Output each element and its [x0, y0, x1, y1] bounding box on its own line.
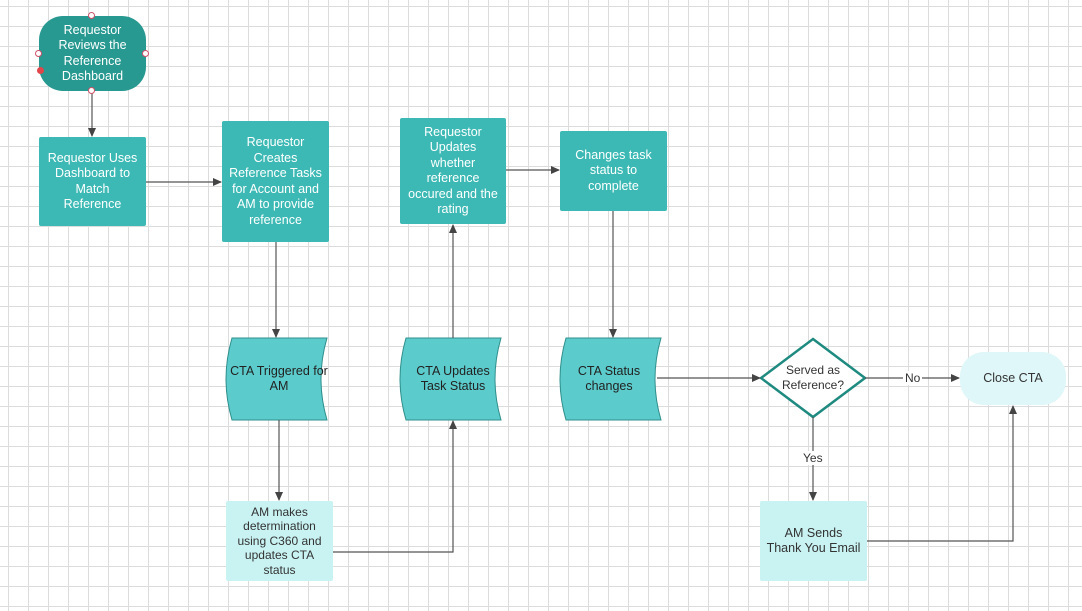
- node-served-as-reference-text: Served as Reference?: [781, 363, 845, 392]
- node-am-makes[interactable]: AM makes determination using C360 and up…: [226, 501, 333, 581]
- node-am-sends[interactable]: AM Sends Thank You Email: [760, 501, 867, 581]
- selection-handle-right[interactable]: [142, 50, 149, 57]
- node-requestor-reviews-text: Requestor Reviews the Reference Dashboar…: [58, 22, 127, 84]
- node-close-cta-text: Close CTA: [983, 370, 1043, 385]
- node-cta-status-changes[interactable]: CTA Status changes: [560, 338, 658, 420]
- node-requestor-creates-text: Requestor Creates Reference Tasks for Ac…: [229, 135, 322, 227]
- node-requestor-uses-text: Requestor Uses Dashboard to Match Refere…: [47, 150, 138, 212]
- node-close-cta[interactable]: Close CTA: [960, 352, 1066, 405]
- node-am-makes-text: AM makes determination using C360 and up…: [237, 504, 322, 577]
- node-changes-task[interactable]: Changes task status to complete: [560, 131, 667, 211]
- node-served-as-reference[interactable]: Served as Reference?: [768, 356, 858, 400]
- node-requestor-updates-text: Requestor Updates whether reference occu…: [408, 124, 498, 217]
- node-cta-updates-text: CTA Updates Task Status: [416, 364, 490, 393]
- cta-status-changes-shape[interactable]: [559, 337, 662, 421]
- node-cta-updates[interactable]: CTA Updates Task Status: [404, 338, 502, 420]
- connector-am-sends-to-close: [867, 405, 1017, 542]
- selection-handle-bottom[interactable]: [88, 87, 95, 94]
- node-changes-task-text: Changes task status to complete: [575, 147, 652, 193]
- node-cta-triggered-text: CTA Triggered for AM: [230, 364, 328, 393]
- selection-handle-left-active[interactable]: [37, 67, 44, 74]
- node-requestor-updates[interactable]: Requestor Updates whether reference occu…: [400, 118, 506, 224]
- edge-label-yes: Yes: [801, 451, 825, 465]
- selection-handle-left[interactable]: [35, 50, 42, 57]
- edge-label-no: No: [903, 371, 923, 385]
- node-requestor-uses[interactable]: Requestor Uses Dashboard to Match Refere…: [39, 137, 146, 226]
- selection-handle-top[interactable]: [88, 12, 95, 19]
- node-requestor-reviews[interactable]: Requestor Reviews the Reference Dashboar…: [39, 16, 146, 91]
- connector-am-makes-to-cta-updates: [333, 420, 457, 553]
- node-cta-triggered[interactable]: CTA Triggered for AM: [230, 338, 328, 420]
- node-requestor-creates[interactable]: Requestor Creates Reference Tasks for Ac…: [222, 121, 329, 242]
- node-cta-status-changes-text: CTA Status changes: [577, 364, 641, 393]
- cta-updates-shape[interactable]: [399, 337, 502, 421]
- cta-triggered-shape[interactable]: [225, 337, 328, 421]
- node-am-sends-text: AM Sends Thank You Email: [766, 525, 861, 556]
